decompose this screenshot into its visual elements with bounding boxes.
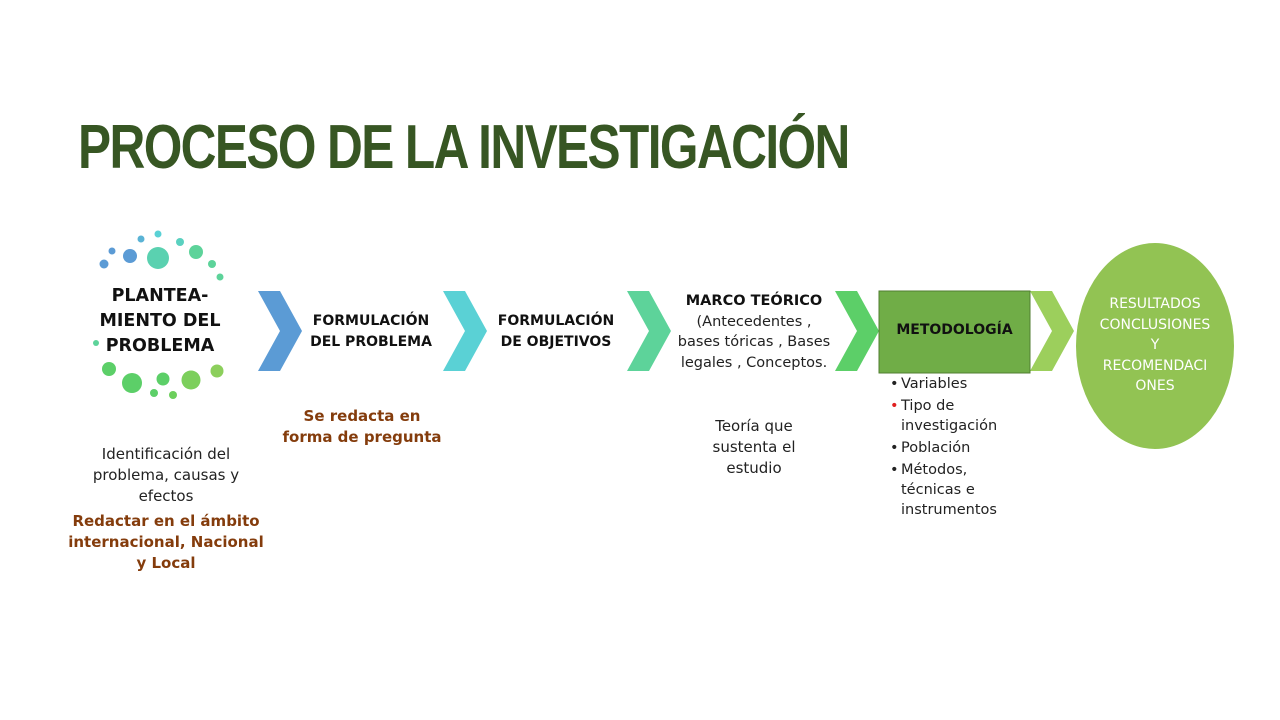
step-formulacion-problema-note: Se redacta en forma de pregunta [282,406,442,448]
resultados-oval [1076,243,1234,449]
metodologia-box [878,290,1031,374]
ring-dot [189,245,203,259]
bullet-item: • Métodos, técnicas e instrumentos [890,460,1040,520]
step-planteamiento-label: PLANTEA- MIENTO DEL PROBLEMA [80,284,240,359]
detail-line: (Antecedentes , [696,313,812,330]
label-line: FORMULACIÓN [312,313,430,329]
desc-line: Teoría que [715,417,793,435]
bullet-item: • Variables [890,374,1040,394]
ring-dot [122,373,142,393]
bullet-line: Métodos, [901,462,968,478]
note-line: Se redacta en [303,407,421,425]
note-line: y Local [136,554,196,572]
step-formulacion-objetivos-label: FORMULACIÓN DE OBJETIVOS [485,311,627,353]
bullet-line: instrumentos [901,502,997,518]
chevron-arrow-1 [258,291,302,371]
ring-dot [156,372,170,386]
desc-line: sustenta el [712,438,796,456]
chevron-arrow-4 [835,291,879,371]
ring-dot [208,260,216,268]
bullet-dot: • [890,398,899,414]
step-marco-teorico-description: Teoría que sustenta el estudio [694,416,814,479]
label-line: Y [1150,337,1160,353]
note-line: forma de pregunta [282,428,442,446]
bullet-dot: • [890,440,899,456]
bullet-dot: • [890,376,899,392]
ring-dot [181,370,201,390]
bullet-line: Tipo de [901,398,955,414]
bullet-line: investigación [901,418,998,434]
ring-dot [123,249,137,263]
bullet-item: • Tipo de investigación [890,396,1040,436]
desc-line: Identificación del [101,445,231,463]
label-line: CONCLUSIONES [1099,316,1211,333]
label-line: MIENTO DEL [99,311,221,331]
ring-dot [176,238,184,246]
label-line: DEL PROBLEMA [310,334,432,350]
metodologia-bullet-list: • Variables • Tipo de investigación • Po… [890,374,1040,522]
bullet-item: • Población [890,438,1040,458]
bullet-line: Población [901,440,971,456]
ring-dot [147,247,169,269]
label-line: PLANTEA- [111,286,209,306]
ring-dot [154,230,162,238]
desc-line: efectos [138,487,194,505]
detail-line: bases tóricas , Bases [677,334,831,350]
step-resultados-label: RESULTADOS CONCLUSIONES Y RECOMENDACI ON… [1080,294,1230,397]
chevron-arrow-3 [627,291,671,371]
ring-dot [93,340,99,346]
dot-ring-decoration [93,230,224,399]
step-planteamiento-note: Redactar en el ámbito internacional, Nac… [66,511,266,574]
bullet-dot: • [890,462,899,478]
ring-dot [216,273,224,281]
label-heading: MARCO TEÓRICO [685,293,823,309]
label-line: FORMULACIÓN [497,313,615,329]
note-line: Redactar en el ámbito [72,512,260,530]
label-line: RESULTADOS [1109,296,1201,312]
desc-line: estudio [726,459,782,477]
label-line: PROBLEMA [105,336,215,356]
ring-dot [150,389,158,397]
step-metodologia-label: METODOLOGÍA [896,322,1013,338]
desc-line: problema, causas y [92,466,240,484]
step-planteamiento-description: Identificación del problema, causas y ef… [70,444,262,507]
label-line: RECOMENDACI [1102,357,1208,374]
ring-dot [169,391,177,399]
note-line: internacional, Nacional [68,533,264,551]
ring-dot [108,247,116,255]
chevron-arrow-5 [1030,291,1074,371]
label-line: ONES [1135,378,1175,394]
detail-line: legales , Conceptos. [680,354,828,371]
label-line: DE OBJETIVOS [500,334,612,350]
ring-dot [99,259,109,269]
step-marco-teorico-label: MARCO TEÓRICO (Antecedentes , bases tóri… [668,291,840,373]
ring-dot [102,362,116,376]
step-formulacion-problema-label: FORMULACIÓN DEL PROBLEMA [300,311,442,353]
bullet-line: Variables [901,376,968,392]
ring-dot [210,364,224,378]
ring-dot [137,235,145,243]
bullet-line: técnicas e [901,482,975,498]
slide-title: PROCESO DE LA INVESTIGACIÓN [78,113,850,182]
chevron-arrow-2 [443,291,487,371]
